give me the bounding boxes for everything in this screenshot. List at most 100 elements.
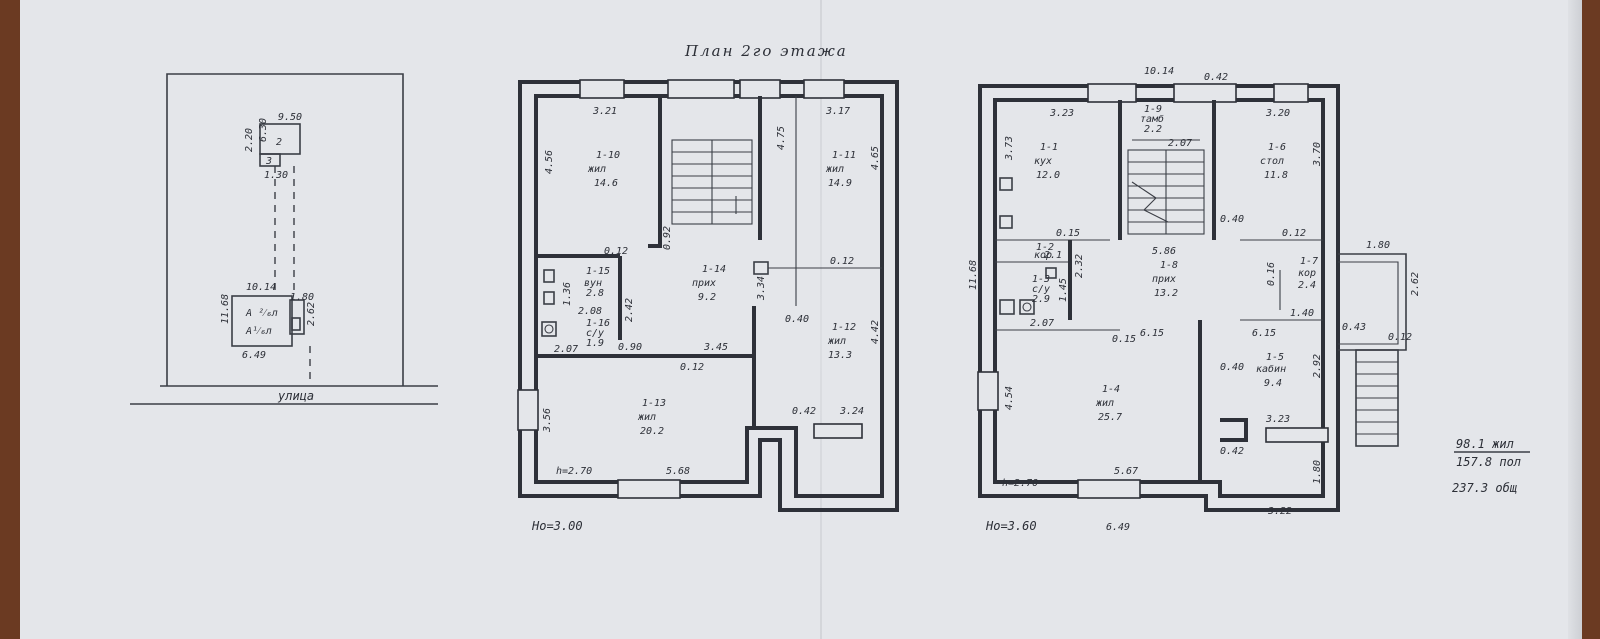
site-main-width: 10.14 — [246, 282, 276, 293]
floor-2-labels: 3.21 3.17 4.56 4.75 4.65 0.92 3.34 0.12 … — [531, 106, 881, 533]
site-main-base: 6.49 — [242, 350, 266, 361]
f1-dim-23: 0.42 — [1220, 446, 1244, 457]
f1-room-1-6-id: 1-6 — [1268, 142, 1286, 153]
f1-room-1-6-name: стол — [1260, 156, 1284, 167]
f1-dim-18: 0.40 — [1220, 362, 1244, 373]
f2-dim-19: 5.68 — [666, 466, 690, 477]
f1-room-1-9-name: тамб — [1140, 113, 1164, 125]
f1-top-width: 10.14 — [1144, 66, 1174, 77]
f1-dim-15: 6.15 — [1252, 328, 1276, 339]
f2-dim-10: 2.42 — [624, 298, 635, 322]
f1-dim-12: 0.16 — [1266, 262, 1277, 286]
floor-plan-drawing: План 2го этажа улица 2 3 9.50 2.20 6.30 … — [130, 42, 1530, 533]
f2-room-1-14-area: 9.2 — [698, 292, 716, 303]
f1-room-1-2-name: кор — [1034, 250, 1052, 261]
floor2-window-1 — [579, 79, 625, 99]
f2-room-1-15-id: 1-15 — [586, 266, 610, 277]
f2-room-1-12-name: жил — [827, 336, 846, 347]
f2-dim-8: 0.12 — [830, 256, 854, 267]
f2-room-1-16-id: 1-16 — [586, 318, 610, 329]
f2-dim-6: 3.34 — [756, 276, 767, 301]
f1-room-1-4-name: жил — [1095, 398, 1114, 409]
f2-dim-5: 0.92 — [662, 226, 673, 250]
floor1-toilet — [999, 299, 1015, 315]
f2-dim-7: 0.12 — [604, 246, 628, 257]
f2-dim-13: 0.90 — [618, 342, 642, 353]
floor2-window-3 — [739, 79, 781, 99]
f1-dim-25: 6.49 — [1106, 522, 1130, 533]
f2-dim-4: 4.65 — [870, 146, 881, 170]
floor2-inner-wall — [534, 94, 884, 498]
site-porch: 1.80 — [290, 292, 314, 303]
f1-dim-28: 2.62 — [1410, 272, 1421, 296]
floor-plan-sheet: План 2го этажа улица 2 3 9.50 2.20 6.30 … — [20, 0, 1582, 639]
f1-dim-5: 0.40 — [1220, 214, 1244, 225]
f2-dim-20: 0.42 — [792, 406, 816, 417]
floor1-outer-wall — [978, 84, 1340, 512]
f1-room-1-2-id: 1-2 — [1036, 242, 1054, 253]
f1-dim-16: 1.40 — [1290, 308, 1314, 319]
f1-height-label: h=2.70 — [1002, 478, 1038, 489]
site-porch2: 2.62 — [306, 302, 317, 326]
f2-room-1-15-name: вун — [584, 278, 602, 289]
f1-room-1-1-name: кух — [1034, 156, 1052, 167]
site-plan: улица 2 3 9.50 2.20 6.30 1.30 10.14 11.6… — [130, 73, 438, 405]
floor1-fixture-small — [1045, 267, 1057, 279]
f1-base-label: Hо=3.60 — [985, 519, 1037, 533]
f2-height-label: h=2.70 — [556, 466, 592, 477]
floor2-staircase — [648, 96, 762, 248]
f1-dim-13: 2.07 — [1030, 318, 1054, 329]
f2-room-1-16-name: с/у — [586, 328, 604, 339]
f1-dim-20: 4.54 — [1004, 386, 1015, 410]
f2-room-1-13-area: 20.2 — [640, 426, 664, 437]
f1-room-1-1-id: 1-1 — [1040, 142, 1058, 153]
f1-dim-9: 5.86 — [1152, 246, 1176, 257]
f1-dim-2: 3.20 — [1265, 108, 1290, 119]
f1-room-1-9-id: 1-9 — [1144, 104, 1162, 115]
floor1-stove — [999, 177, 1013, 191]
f2-dim-1: 3.17 — [825, 106, 850, 117]
f1-room-1-7-name: кор — [1298, 268, 1316, 279]
f1-room-1-3-id: 1-3 — [1032, 274, 1050, 285]
f2-dim-18: 3.56 — [542, 408, 553, 433]
f2-room-1-14-name: прих — [692, 278, 716, 289]
main-house-outline — [231, 295, 293, 347]
outbuilding-2-label: 2 — [276, 137, 282, 148]
f2-room-1-13-id: 1-13 — [642, 398, 666, 409]
f1-dim-10: 2.32 — [1074, 254, 1085, 278]
total-overall: 237.3 общ — [1452, 481, 1518, 495]
floor1-staircase — [1118, 100, 1216, 240]
site-dim-side: 2.20 — [244, 128, 255, 152]
f2-room-1-15-area: 2.8 — [586, 288, 604, 299]
floor1-window-6 — [1265, 427, 1329, 443]
f2-room-1-10-name: жил — [587, 164, 606, 175]
floor-2-plan — [517, 79, 899, 512]
outbuilding-3-label: 3 — [265, 156, 272, 167]
floor2-stair-wall-left — [648, 96, 662, 248]
f1-dim-21: 5.67 — [1114, 466, 1138, 477]
f2-room-1-13-name: жил — [637, 412, 656, 423]
f2-dim-11: 1.36 — [562, 282, 573, 306]
floor1-bath-drain — [1022, 302, 1032, 312]
floor2-window-2 — [667, 79, 735, 99]
f1-dim-19: 2.92 — [1312, 354, 1323, 378]
floor2-fixture-1 — [543, 269, 555, 283]
f1-room-1-7-id: 1-7 — [1300, 256, 1318, 267]
total-useful: 157.8 пол — [1456, 455, 1521, 469]
site-main-height: 11.68 — [220, 294, 231, 324]
f1-room-1-4-id: 1-4 — [1102, 384, 1120, 395]
f1-dim-24: 1.80 — [1312, 460, 1323, 484]
f1-room-1-9-area: 2.2 — [1144, 124, 1162, 135]
f2-dim-15: 0.12 — [680, 362, 704, 373]
floor2-window-4 — [803, 79, 845, 99]
area-totals: 98.1 жил 157.8 пол 237.3 общ — [1452, 437, 1530, 495]
f2-dim-16: 0.40 — [785, 314, 809, 325]
f1-room-1-5-name: кабин — [1256, 363, 1286, 375]
f1-room-1-5-id: 1-5 — [1266, 352, 1284, 363]
floor2-fixture-2 — [543, 291, 555, 305]
f1-dim-30: 0.12 — [1388, 332, 1412, 343]
f1-room-1-3-name: с/у — [1032, 284, 1050, 295]
f1-room-1-1-area: 12.0 — [1036, 170, 1060, 181]
f1-dim-11: 1.45 — [1058, 278, 1069, 302]
f1-dim-8: 2.07 — [1168, 138, 1192, 149]
